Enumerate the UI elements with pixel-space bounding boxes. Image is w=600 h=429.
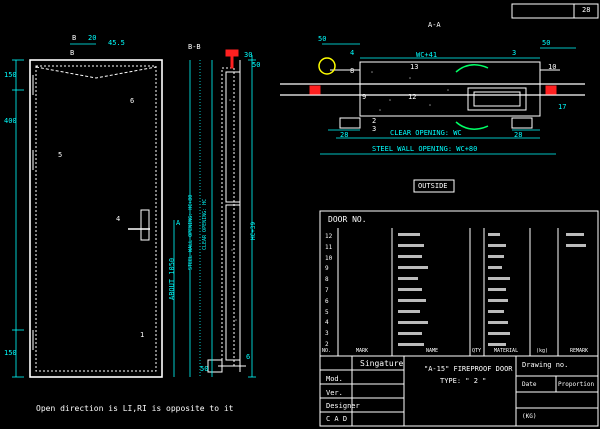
plan-dim-3: 3 bbox=[512, 49, 517, 57]
plan-dim-4: 4 bbox=[350, 49, 355, 57]
drawing-no-label: Drawing no. bbox=[522, 361, 569, 369]
title-row-ver: Ver. bbox=[326, 389, 343, 397]
date-label: Date bbox=[522, 381, 537, 388]
col-header-name: NAME bbox=[426, 348, 439, 354]
callout-9: 9 bbox=[362, 93, 367, 101]
left-dim-top: 150 bbox=[4, 71, 17, 79]
side-dim-bottom-2: 6 bbox=[246, 353, 251, 361]
left-dim-mid: 400 bbox=[4, 117, 17, 125]
col-header-weight: (kg) bbox=[536, 348, 549, 354]
callout-10: 10 bbox=[548, 63, 557, 71]
plan-dim-28-left: 28 bbox=[340, 131, 349, 139]
title-row-designer: Designer bbox=[326, 402, 360, 410]
hc-label: HC+39 bbox=[250, 221, 257, 240]
parts-table-frame bbox=[319, 210, 599, 357]
insulation-fill bbox=[229, 71, 449, 321]
title-block-frame bbox=[319, 355, 599, 427]
col-header-qty: QTY bbox=[472, 348, 482, 354]
sheet-number: 28 bbox=[582, 6, 591, 14]
side-section-label: B-B bbox=[188, 43, 201, 51]
callout-2: 2 bbox=[372, 117, 377, 125]
sheet-number-box bbox=[511, 3, 599, 19]
plan-dim-left: 50 bbox=[318, 35, 327, 43]
section-top-dim: 20 bbox=[88, 34, 97, 42]
callout-12: 12 bbox=[408, 93, 417, 101]
angle-label: 45.5 bbox=[108, 39, 125, 47]
parts-table-row-numbers: 12 11 10 9 8 7 6 5 4 3 2 bbox=[325, 233, 333, 348]
callout-3: 3 bbox=[372, 125, 377, 133]
col-header-remark: REMARK bbox=[570, 348, 589, 354]
section-bottom-label: B bbox=[70, 49, 75, 57]
col-header-no: NO. bbox=[322, 348, 332, 354]
clear-opening-vertical: CLEAR OPENING: HC bbox=[202, 198, 208, 250]
outside-label: OUTSIDE bbox=[418, 182, 448, 190]
side-dim-bottom-1: 50 bbox=[200, 365, 209, 373]
hinge-cylinder bbox=[318, 57, 336, 75]
plan-dim-right: 50 bbox=[542, 39, 551, 47]
title-line-1: "A-15" FIREPROOF DOOR bbox=[424, 365, 513, 373]
clear-opening-label: CLEAR OPENING: WC bbox=[390, 129, 462, 137]
wc-label: WC+41 bbox=[416, 51, 438, 59]
title-row-mod: Mod. bbox=[326, 375, 343, 383]
steel-wall-vertical: STEEL WALL OPENING: HC+80 bbox=[188, 194, 194, 270]
callout-8: 8 bbox=[350, 67, 355, 75]
side-section-lower bbox=[225, 204, 241, 361]
col-header-material: MATERIAL bbox=[494, 348, 519, 354]
proportion-label: Proportion bbox=[558, 381, 595, 388]
signature-label: Singature bbox=[360, 359, 404, 368]
side-dim-top-1: 30 bbox=[244, 51, 253, 59]
door-lock bbox=[140, 209, 150, 241]
section-top-label: B bbox=[72, 34, 77, 42]
plan-dim-28-right: 28 bbox=[514, 131, 523, 139]
door-leaf-inner bbox=[35, 65, 157, 372]
plan-dim-17: 17 bbox=[558, 103, 567, 111]
plan-door-leaf bbox=[359, 61, 541, 117]
door-handles bbox=[455, 64, 489, 130]
red-accents bbox=[225, 49, 557, 95]
marker-a: A bbox=[176, 219, 181, 227]
callout-5: 5 bbox=[58, 151, 63, 159]
callout-4: 4 bbox=[116, 215, 121, 223]
callout-6: 6 bbox=[130, 97, 135, 105]
table-row-bars bbox=[398, 233, 586, 346]
side-dim-top-2: 50 bbox=[252, 61, 261, 69]
steel-wall-label: STEEL WALL OPENING: WC+80 bbox=[372, 145, 478, 153]
outside-label-box bbox=[413, 179, 455, 193]
callout-1: 1 bbox=[140, 331, 145, 339]
side-section-upper bbox=[225, 71, 241, 203]
title-line-2: TYPE: " 2 " bbox=[440, 377, 487, 385]
plan-title: A-A bbox=[428, 21, 441, 29]
callout-13: 13 bbox=[410, 63, 419, 71]
col-header-mark: MARK bbox=[356, 348, 369, 354]
footer-note: Open direction is LI,RI is opposite to i… bbox=[36, 404, 234, 413]
parts-table-title: DOOR NO. bbox=[328, 215, 367, 224]
weight-label: (KG) bbox=[522, 413, 537, 420]
bottom-dim: ABOUT 1050 bbox=[168, 257, 176, 300]
door-frame-outer bbox=[29, 59, 163, 378]
title-row-cad: C A D bbox=[326, 415, 348, 423]
dimension-lines bbox=[12, 43, 576, 378]
left-dim-bottom: 150 bbox=[4, 349, 17, 357]
opening-direction-line bbox=[35, 66, 157, 79]
